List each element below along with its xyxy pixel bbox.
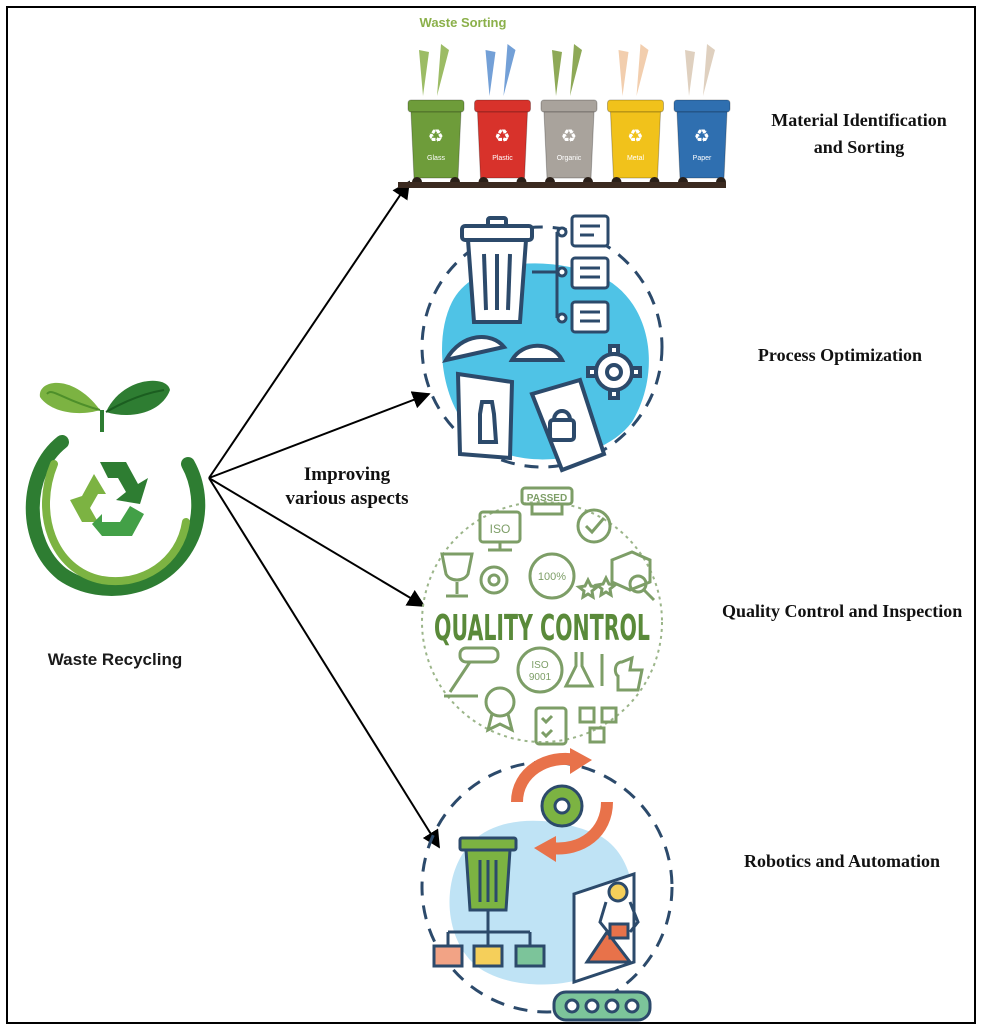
bins-group: ♻ Glass ♻ Plastic ♻ Organic ♻ Metal ♻ Paper (407, 44, 731, 187)
recycle-icon: ♻ (428, 126, 444, 147)
bin-label: Paper (693, 155, 712, 162)
waste-sorting-illustration: Waste Sorting ♻ Glass ♻ Plastic ♻ Organic ♻ Met… (398, 15, 731, 188)
recycle-icon: ♻ (494, 126, 510, 147)
recycle-icon: ♻ (627, 126, 643, 147)
robotics-illustration (420, 748, 674, 1022)
bin-label: Organic (557, 155, 582, 162)
recycle-icon: ♻ (561, 126, 577, 147)
qc-passed-label: PASSED (527, 493, 567, 504)
recycle-icon: ♻ (694, 126, 710, 147)
process-optimization-illustration (420, 214, 664, 473)
bin-label: Metal (627, 155, 645, 162)
waste-bin: ♻ Plastic (474, 44, 531, 187)
quality-control-illustration (421, 486, 663, 746)
bin-label: Plastic (492, 155, 513, 162)
waste-bin: ♻ Metal (607, 44, 664, 187)
bins-ground (398, 182, 726, 188)
arrow-to-material-identification (208, 180, 411, 479)
arrow-to-quality-control (208, 477, 426, 607)
waste-bin: ♻ Organic (540, 44, 598, 187)
qc-iso9001-a: ISO (531, 660, 548, 671)
qc-percent-label: 100% (538, 571, 566, 583)
bin-label: Glass (427, 155, 445, 162)
connector-label-line1: Improving (304, 464, 391, 485)
waste-bin: ♻ Glass (407, 44, 465, 187)
aspect-label-quality: Quality Control and Inspection (722, 601, 962, 621)
aspect-label-material-line2: and Sorting (814, 137, 905, 157)
quality-control-title: QUALITY CONTROL (434, 608, 650, 649)
aspect-label-process: Process Optimization (758, 345, 922, 365)
aspect-label-material-line1: Material Identification (771, 110, 946, 130)
arrow-to-robotics (208, 477, 440, 849)
qc-iso9001-b: 9001 (529, 672, 552, 683)
qc-iso-label: ISO (490, 522, 511, 536)
recycle-leaf-icon (25, 380, 206, 596)
arrow-to-process-optimization (208, 391, 431, 479)
connector-arrows (208, 180, 440, 849)
connector-label-line2: various aspects (286, 488, 409, 509)
diagram-frame: Waste Recycling Improving various aspect… (6, 6, 976, 1024)
source-label: Waste Recycling (48, 650, 182, 669)
bins-caption: Waste Sorting (420, 15, 507, 30)
waste-bin: ♻ Paper (673, 44, 731, 187)
aspect-label-robotics: Robotics and Automation (744, 851, 940, 871)
diagram-canvas: Waste Recycling Improving various aspect… (25, 15, 962, 1022)
